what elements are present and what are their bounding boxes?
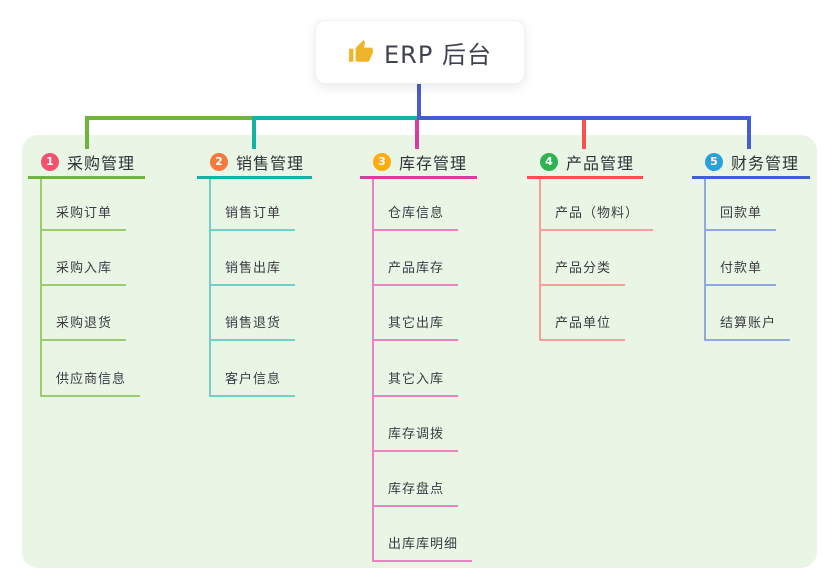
connector-sales-drop — [252, 120, 256, 149]
branch-title-product[interactable]: 4 产品管理 — [527, 148, 643, 179]
node-inventory-child[interactable]: 产品库存 — [372, 261, 459, 287]
node-sales-child[interactable]: 销售出库 — [209, 261, 296, 287]
branch-title-label: 采购管理 — [67, 154, 136, 173]
node-inventory-child[interactable]: 仓库信息 — [372, 206, 459, 231]
connector-finance-horizontal — [417, 116, 751, 120]
node-finance-child[interactable]: 结算账户 — [704, 316, 791, 342]
node-finance-child[interactable]: 回款单 — [704, 206, 777, 231]
root-node-label: ERP 后台 — [384, 40, 492, 69]
connector-finance-drop — [747, 120, 751, 149]
node-finance-child[interactable]: 付款单 — [704, 261, 777, 287]
node-purchase-child[interactable]: 采购入库 — [40, 261, 127, 287]
connector-purchase-drop — [85, 120, 89, 149]
node-sales-child[interactable]: 销售退货 — [209, 316, 296, 342]
branch-badge-purchase: 1 — [41, 153, 59, 171]
branch-title-purchase[interactable]: 1 采购管理 — [28, 148, 145, 179]
node-product-child[interactable]: 产品（物料） — [539, 206, 654, 231]
node-product-child[interactable]: 产品单位 — [539, 316, 626, 342]
branch-title-label: 财务管理 — [731, 154, 800, 173]
branch-title-label: 产品管理 — [566, 154, 635, 173]
branch-title-sales[interactable]: 2 销售管理 — [197, 148, 312, 179]
node-purchase-child[interactable]: 采购订单 — [40, 206, 127, 231]
connector-root-vertical — [417, 82, 421, 120]
branch-title-label: 库存管理 — [399, 154, 468, 173]
branch-badge-sales: 2 — [210, 153, 228, 171]
branch-badge-finance: 5 — [705, 153, 723, 171]
connector-product-spine — [539, 179, 541, 342]
node-inventory-child[interactable]: 其它入库 — [372, 372, 459, 397]
node-purchase-child[interactable]: 采购退货 — [40, 316, 127, 342]
connector-purchase-spine — [40, 179, 42, 397]
connector-sales-spine — [209, 179, 211, 397]
mindmap-panel — [22, 135, 817, 568]
node-inventory-child[interactable]: 库存调拨 — [372, 427, 459, 452]
connector-sales-horizontal — [252, 116, 421, 120]
branch-title-inventory[interactable]: 3 库存管理 — [360, 148, 477, 179]
branch-title-finance[interactable]: 5 财务管理 — [692, 148, 810, 179]
thumbs-up-icon — [348, 39, 374, 65]
connector-inventory-drop — [415, 120, 419, 149]
node-inventory-child[interactable]: 库存盘点 — [372, 482, 459, 507]
connector-finance-spine — [704, 179, 706, 342]
node-purchase-child[interactable]: 供应商信息 — [40, 372, 141, 397]
node-inventory-child[interactable]: 其它出库 — [372, 316, 459, 342]
connector-inventory-spine — [372, 179, 374, 563]
node-sales-child[interactable]: 客户信息 — [209, 372, 296, 397]
branch-badge-inventory: 3 — [373, 153, 391, 171]
branch-title-label: 销售管理 — [236, 154, 305, 173]
node-inventory-child[interactable]: 出库库明细 — [372, 537, 473, 563]
node-product-child[interactable]: 产品分类 — [539, 261, 626, 287]
node-sales-child[interactable]: 销售订单 — [209, 206, 296, 231]
connector-product-drop — [582, 120, 586, 149]
root-node[interactable]: ERP 后台 — [315, 20, 525, 84]
branch-badge-product: 4 — [540, 153, 558, 171]
